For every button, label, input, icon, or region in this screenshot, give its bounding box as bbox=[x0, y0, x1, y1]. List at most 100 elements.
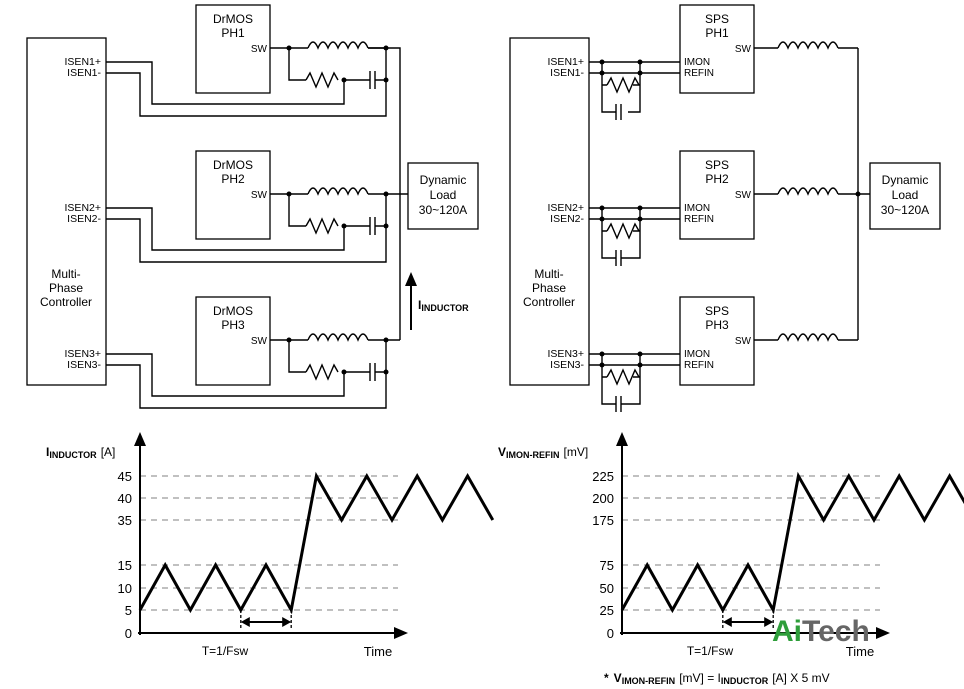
right-ph2-imon: IMON bbox=[684, 203, 710, 214]
right-ph2-line2: PH2 bbox=[705, 172, 729, 186]
left-pin-isen3p: ISEN3+ bbox=[65, 348, 101, 360]
y-tick-label: 35 bbox=[118, 513, 132, 528]
left-ph2-sw: SW bbox=[251, 190, 268, 201]
y-tick-label: 25 bbox=[600, 603, 614, 618]
right-ph1-sw: SW bbox=[735, 44, 752, 55]
right-ph3-refin: REFIN bbox=[684, 360, 714, 371]
y-tick-label: 15 bbox=[118, 558, 132, 573]
right-load-box bbox=[869, 162, 941, 230]
left-controller-label-2: Phase bbox=[49, 281, 83, 295]
period-arrowhead-left bbox=[722, 617, 732, 627]
left-ph3-line1: DrMOS bbox=[213, 304, 253, 318]
left-ph1-line1: DrMOS bbox=[213, 12, 253, 26]
right-ph1-imon: IMON bbox=[684, 57, 710, 68]
y-tick-label: 200 bbox=[592, 491, 614, 506]
left-output-bus bbox=[368, 47, 401, 340]
y-tick-label: 10 bbox=[118, 581, 132, 596]
left-controller-label-1: Multi- bbox=[51, 267, 80, 281]
right-ph2-refin: REFIN bbox=[684, 214, 714, 225]
period-arrowhead-right bbox=[282, 617, 292, 627]
left-pin-isen1m: ISEN1- bbox=[67, 67, 101, 79]
right-ph3-sw: SW bbox=[735, 336, 752, 347]
right-controller-label-2: Phase bbox=[532, 281, 566, 295]
right-load-line2: Load bbox=[892, 188, 919, 202]
left-load-box bbox=[407, 162, 479, 230]
left-drmos-ph1-box bbox=[195, 4, 271, 94]
chart-left-series-line bbox=[138, 471, 495, 615]
chart-left-period-marker bbox=[240, 610, 292, 628]
left-ph1-sw: SW bbox=[251, 44, 268, 55]
chart-right-y-arrowhead bbox=[616, 432, 628, 446]
left-ph2-line1: DrMOS bbox=[213, 158, 253, 172]
right-ph2-sw: SW bbox=[735, 190, 752, 201]
right-pin-isen1p: ISEN1+ bbox=[548, 56, 584, 68]
left-phase-3: DrMOS PH3 SW bbox=[106, 296, 400, 409]
left-load-line2: Load bbox=[430, 188, 457, 202]
imon-voltage-chart: VIMON-REFIN[mV] 0 25 50 75 175 200 225 T=1/Fsw… bbox=[498, 432, 964, 659]
left-load-line3: 30~120A bbox=[419, 203, 467, 217]
left-drmos-ph3-box bbox=[195, 296, 271, 386]
left-ph2-line2: PH2 bbox=[221, 172, 245, 186]
right-phase-3: SPS PH3 SW IMON REFIN bbox=[589, 296, 858, 412]
inductor-current-chart: IINDUCTOR[A] 0 5 10 15 35 40 45 T=1/Fsw Time bbox=[46, 432, 495, 659]
chart-left-period-label: T=1/Fsw bbox=[202, 644, 249, 658]
chart-left-xlabel: Time bbox=[364, 644, 392, 659]
right-ph3-line2: PH3 bbox=[705, 318, 729, 332]
right-load-line1: Dynamic bbox=[882, 173, 929, 187]
chart-right-xlabel: Time bbox=[846, 644, 874, 659]
left-ph3-sw: SW bbox=[251, 336, 268, 347]
current-arrowhead bbox=[405, 272, 417, 286]
y-tick-label: 5 bbox=[125, 603, 132, 618]
left-controller-label-3: Controller bbox=[40, 295, 92, 309]
period-arrowhead-right bbox=[764, 617, 774, 627]
chart-left-x-arrowhead bbox=[394, 627, 408, 639]
right-pin-isen1m: ISEN1- bbox=[550, 67, 584, 79]
chart-right-series-line bbox=[620, 471, 964, 615]
right-schematic: Multi- Phase Controller ISEN1+ ISEN1- IS… bbox=[509, 4, 941, 412]
right-phase-2: SPS PH2 SW IMON REFIN bbox=[589, 150, 870, 266]
left-pin-isen3m: ISEN3- bbox=[67, 359, 101, 371]
y-tick-label: 40 bbox=[118, 491, 132, 506]
right-ph2-line1: SPS bbox=[705, 158, 729, 172]
chart-left-y-arrowhead bbox=[134, 432, 146, 446]
chart-right-period-marker bbox=[722, 610, 774, 628]
y-tick-label: 75 bbox=[600, 558, 614, 573]
left-ph3-line2: PH3 bbox=[221, 318, 245, 332]
right-pin-isen2m: ISEN2- bbox=[550, 213, 584, 225]
chart-left-tick-labels: 0 5 10 15 35 40 45 bbox=[118, 469, 132, 641]
y-tick-label: 225 bbox=[592, 469, 614, 484]
right-sps-ph3-box bbox=[679, 296, 755, 386]
y-tick-label: 45 bbox=[118, 469, 132, 484]
chart-right-ylabel: VIMON-REFIN[mV] bbox=[498, 445, 588, 460]
right-ph1-line1: SPS bbox=[705, 12, 729, 26]
right-phase-1: SPS PH1 SW IMON REFIN bbox=[589, 4, 858, 120]
left-load-line1: Dynamic bbox=[420, 173, 467, 187]
left-ph1-line2: PH1 bbox=[221, 26, 245, 40]
chart-right-period-label: T=1/Fsw bbox=[687, 644, 734, 658]
right-sps-ph2-box bbox=[679, 150, 755, 240]
y-tick-label: 50 bbox=[600, 581, 614, 596]
chart-right-x-arrowhead bbox=[876, 627, 890, 639]
current-label: IINDUCTOR bbox=[418, 298, 469, 313]
right-controller-label-3: Controller bbox=[523, 295, 575, 309]
left-schematic: Multi- Phase Controller ISEN1+ ISEN1- IS… bbox=[26, 4, 479, 409]
right-pin-isen3m: ISEN3- bbox=[550, 359, 584, 371]
right-load-line3: 30~120A bbox=[881, 203, 929, 217]
right-pin-isen3p: ISEN3+ bbox=[548, 348, 584, 360]
right-ph1-refin: REFIN bbox=[684, 68, 714, 79]
right-ph3-line1: SPS bbox=[705, 304, 729, 318]
y-tick-label: 0 bbox=[607, 626, 614, 641]
left-drmos-ph2-box bbox=[195, 150, 271, 240]
y-tick-label: 175 bbox=[592, 513, 614, 528]
chart-right-tick-labels: 0 25 50 75 175 200 225 bbox=[592, 469, 614, 641]
aitech-watermark: AiTech bbox=[772, 615, 870, 648]
left-pin-isen2p: ISEN2+ bbox=[65, 202, 101, 214]
right-sps-ph1-box bbox=[679, 4, 755, 94]
right-ph3-imon: IMON bbox=[684, 349, 710, 360]
chart-left-ylabel: IINDUCTOR[A] bbox=[46, 445, 115, 460]
right-controller-label-1: Multi- bbox=[534, 267, 563, 281]
left-phase-2: DrMOS PH2 SW bbox=[106, 150, 408, 263]
y-tick-label: 0 bbox=[125, 626, 132, 641]
right-ph1-line2: PH1 bbox=[705, 26, 729, 40]
